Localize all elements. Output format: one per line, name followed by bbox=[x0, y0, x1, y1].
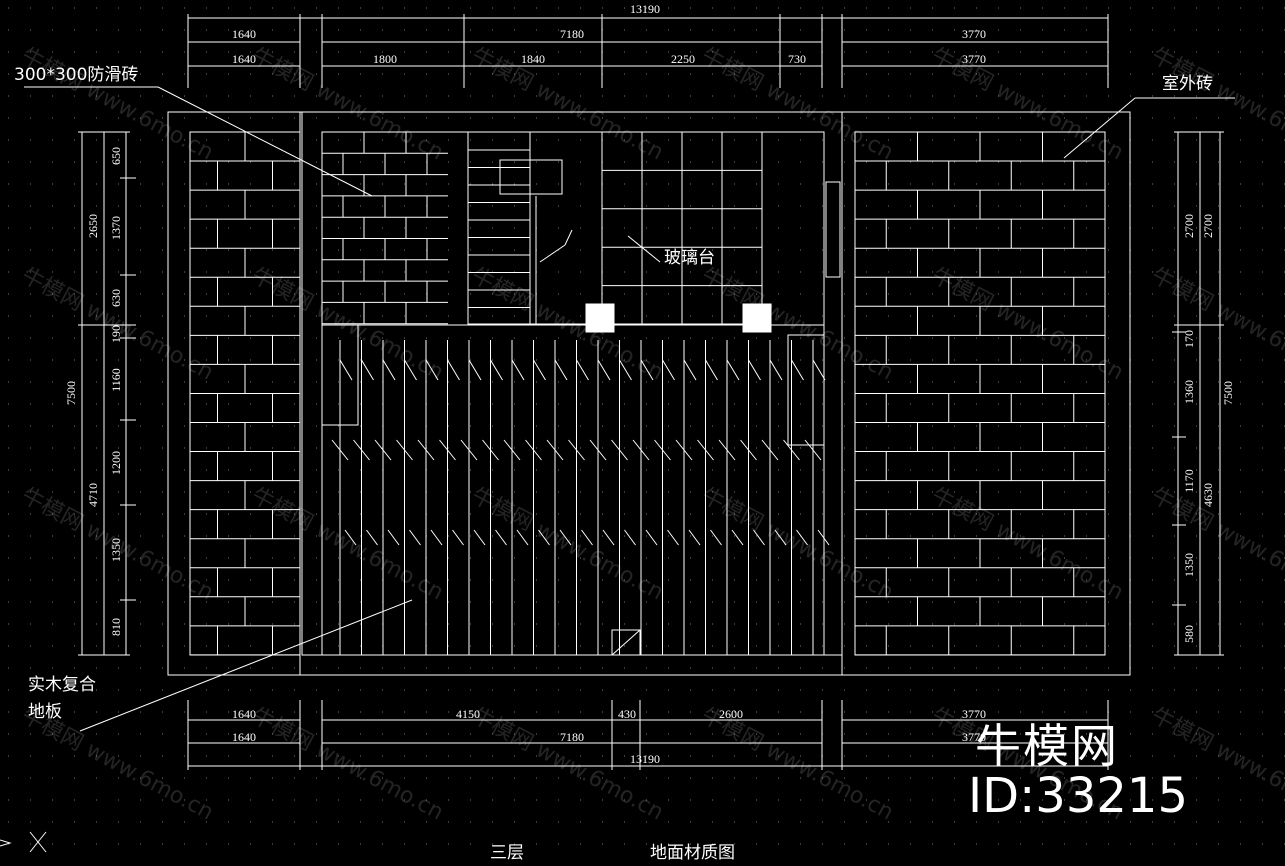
watermark-text: 牛模网 www.6mo.cn bbox=[1147, 483, 1285, 605]
dim-top-row2-3: 1840 bbox=[521, 52, 545, 66]
dim-top-row2-4: 2250 bbox=[671, 52, 695, 66]
watermark-text: 牛模网 www.6mo.cn bbox=[927, 483, 1127, 605]
dim-left-outer-1: 2650 bbox=[86, 214, 100, 238]
dim-left-inner-6: 1200 bbox=[109, 451, 123, 475]
dimension-lines bbox=[78, 14, 1224, 770]
dim-left-outer-2: 4710 bbox=[86, 483, 100, 507]
dim-bottom-row1-1: 1640 bbox=[232, 707, 256, 721]
drawing-title: 地面材质图 bbox=[650, 843, 735, 863]
dim-right-inner-5: 1350 bbox=[1182, 553, 1196, 577]
dim-right-total: 7500 bbox=[1221, 381, 1235, 405]
dim-bottom-row2-1: 1640 bbox=[232, 730, 256, 744]
dim-bottom-row1-3: 430 bbox=[618, 707, 636, 721]
dim-left-inner-2: 1370 bbox=[109, 216, 123, 240]
watermark-text: 牛模网 www.6mo.cn bbox=[927, 43, 1127, 165]
dim-right-outer-1: 2700 bbox=[1201, 214, 1215, 238]
dim-right-inner-6: 580 bbox=[1182, 625, 1196, 643]
dim-right-outer-2: 4630 bbox=[1201, 483, 1215, 507]
dim-top-row2-5: 730 bbox=[788, 52, 806, 66]
dim-top-row1-3: 3770 bbox=[962, 27, 986, 41]
watermark-text: 牛模网 www.6mo.cn bbox=[467, 43, 667, 165]
right-dimensions: 7500 2700 4630 2700 170 1360 1170 1350 5… bbox=[1182, 214, 1235, 643]
ucs-icon bbox=[0, 831, 47, 853]
top-dimensions: 13190 1640 7180 3770 1640 1800 1840 2250… bbox=[232, 2, 986, 66]
watermark-id: ID:33215 bbox=[968, 768, 1188, 824]
dim-top-row2-2: 1800 bbox=[373, 52, 397, 66]
dim-right-inner-2: 170 bbox=[1182, 330, 1196, 348]
drawing-title-block: 三层 地面材质图 bbox=[490, 843, 735, 863]
dim-top-row2-6: 3770 bbox=[962, 52, 986, 66]
dim-top-row1-2: 7180 bbox=[560, 27, 584, 41]
watermark-text: 牛模网 www.6mo.cn bbox=[1147, 263, 1285, 385]
dim-left-total: 7500 bbox=[64, 381, 78, 405]
dim-left-inner-3: 630 bbox=[109, 289, 123, 307]
floor-label: 三层 bbox=[490, 843, 524, 863]
dim-bottom-row1-5: 3770 bbox=[962, 707, 986, 721]
dim-bottom-row2-3: 3770 bbox=[962, 730, 986, 744]
dim-left-inner-1: 650 bbox=[109, 147, 123, 165]
watermark-text: 牛模网 www.6mo.cn bbox=[467, 483, 667, 605]
plan-geometry bbox=[24, 86, 1235, 732]
watermark-text: 牛模网 www.6mo.cn bbox=[17, 263, 217, 385]
callouts: 300*300防滑砖 室外砖 玻璃台 实木复合 地板 bbox=[14, 65, 1213, 722]
dim-right-inner-3: 1360 bbox=[1182, 380, 1196, 404]
left-dimensions: 7500 2650 4710 650 1370 630 190 1160 120… bbox=[64, 147, 123, 636]
dim-bottom-row1-4: 2600 bbox=[719, 707, 743, 721]
dim-left-inner-4: 190 bbox=[109, 325, 123, 343]
watermark-text: 牛模网 www.6mo.cn bbox=[1147, 43, 1285, 165]
label-wood-floor-1: 实木复合 bbox=[28, 675, 96, 695]
watermark-text: 牛模网 www.6mo.cn bbox=[927, 263, 1127, 385]
label-outdoor-tile: 室外砖 bbox=[1162, 74, 1213, 94]
bottom-dimensions: 1640 4150 430 2600 3770 1640 7180 3770 1… bbox=[232, 707, 986, 766]
dim-left-inner-7: 1350 bbox=[109, 538, 123, 562]
dim-left-inner-5: 1160 bbox=[109, 368, 123, 392]
dim-top-total: 13190 bbox=[630, 2, 660, 16]
dim-top-row1-1: 1640 bbox=[232, 27, 256, 41]
label-wood-floor-2: 地板 bbox=[28, 702, 62, 722]
dim-bottom-row2-2: 7180 bbox=[560, 730, 584, 744]
dim-right-inner-1: 2700 bbox=[1182, 214, 1196, 238]
dim-bottom-total: 13190 bbox=[630, 752, 660, 766]
watermark-text: 牛模网 www.6mo.cn bbox=[697, 703, 897, 825]
dim-bottom-row1-2: 4150 bbox=[456, 707, 480, 721]
watermark-text: 牛模网 www.6mo.cn bbox=[247, 483, 447, 605]
watermark-text: 牛模网 www.6mo.cn bbox=[17, 483, 217, 605]
label-glass-platform: 玻璃台 bbox=[664, 248, 715, 268]
watermark-text: 牛模网 www.6mo.cn bbox=[17, 703, 217, 825]
watermark-text: 牛模网 www.6mo.cn bbox=[247, 703, 447, 825]
label-antislip-tile: 300*300防滑砖 bbox=[14, 65, 138, 85]
dim-right-inner-4: 1170 bbox=[1182, 469, 1196, 493]
dim-left-inner-8: 810 bbox=[109, 618, 123, 636]
watermark-brand: 牛模网 bbox=[975, 719, 1119, 773]
dim-top-row2-1: 1640 bbox=[232, 52, 256, 66]
